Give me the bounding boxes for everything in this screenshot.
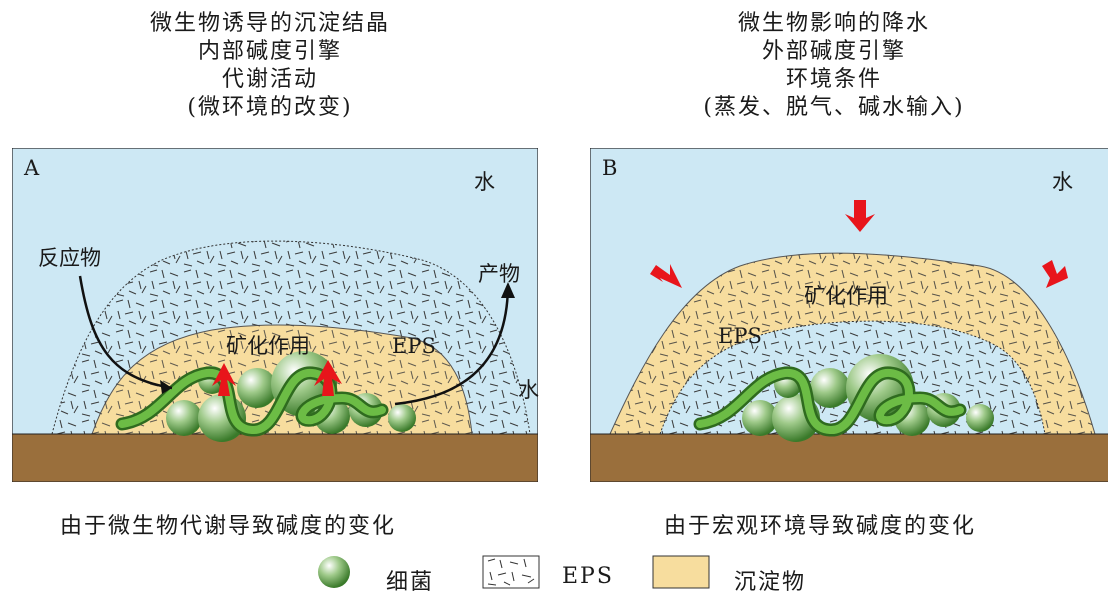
panel-a-title-line-1: 微生物诱导的沉淀结晶 [0,10,540,38]
panel-a-mineralization-label: 矿化作用 [226,330,310,360]
panel-a-bacterium [166,400,202,436]
legend-sediment-label: 沉淀物 [734,564,806,596]
panel-a-eps-label: EPS [392,334,436,358]
panel-b-title-line-1: 微生物影响的降水 [564,10,1104,38]
panel-a-diagram: A 水 反应物 产物 矿化作用 EPS 水 [12,148,538,482]
panel-b-eps-label: EPS [718,324,762,348]
panel-b-water-label: 水 [1052,166,1073,196]
panel-a-water-side-label: 水 [518,374,539,404]
panel-a-letter: A [24,156,39,180]
panel-a-ground [12,434,538,482]
legend-bacteria-swatch [316,555,352,589]
legend-bacteria-label: 细菌 [386,564,434,596]
panel-a-reactant-label: 反应物 [38,242,101,272]
panel-a-bacterium [237,368,277,408]
panel-b-title-line-2: 外部碱度引擎 [564,38,1104,66]
panel-b-svg [590,148,1108,482]
panel-b-caption: 由于宏观环境导致碱度的变化 [664,508,976,540]
panel-b-bacterium [966,404,994,432]
panel-a-product-label: 产物 [478,258,520,288]
panel-b-mineralization-label: 矿化作用 [804,280,888,310]
panel-b-title-line-4: (蒸发、脱气、碱水输入) [564,94,1104,122]
panel-b-diagram: B 水 矿化作用 EPS [590,148,1108,482]
panel-a-water-label: 水 [474,166,495,196]
panel-b-title: 微生物影响的降水 外部碱度引擎 环境条件 (蒸发、脱气、碱水输入) [564,10,1104,122]
panel-a-title: 微生物诱导的沉淀结晶 内部碱度引擎 代谢活动 (微环境的改变) [0,10,540,122]
panel-a-title-line-2: 内部碱度引擎 [0,38,540,66]
panel-b-ground [590,434,1108,482]
panel-b-title-line-3: 环境条件 [564,66,1104,94]
panel-b-bacterium [810,368,850,408]
panel-a-bacterium [388,404,416,432]
panel-a-title-line-4: (微环境的改变) [0,94,540,122]
panel-a-svg [12,148,538,482]
panel-a-title-line-3: 代谢活动 [0,66,540,94]
legend-eps-swatch [482,555,540,589]
panel-a-caption: 由于微生物代谢导致碱度的变化 [60,508,396,540]
legend-sediment-swatch [652,555,710,589]
legend-eps-label: EPS [562,564,614,589]
panel-b-letter: B [602,156,617,180]
